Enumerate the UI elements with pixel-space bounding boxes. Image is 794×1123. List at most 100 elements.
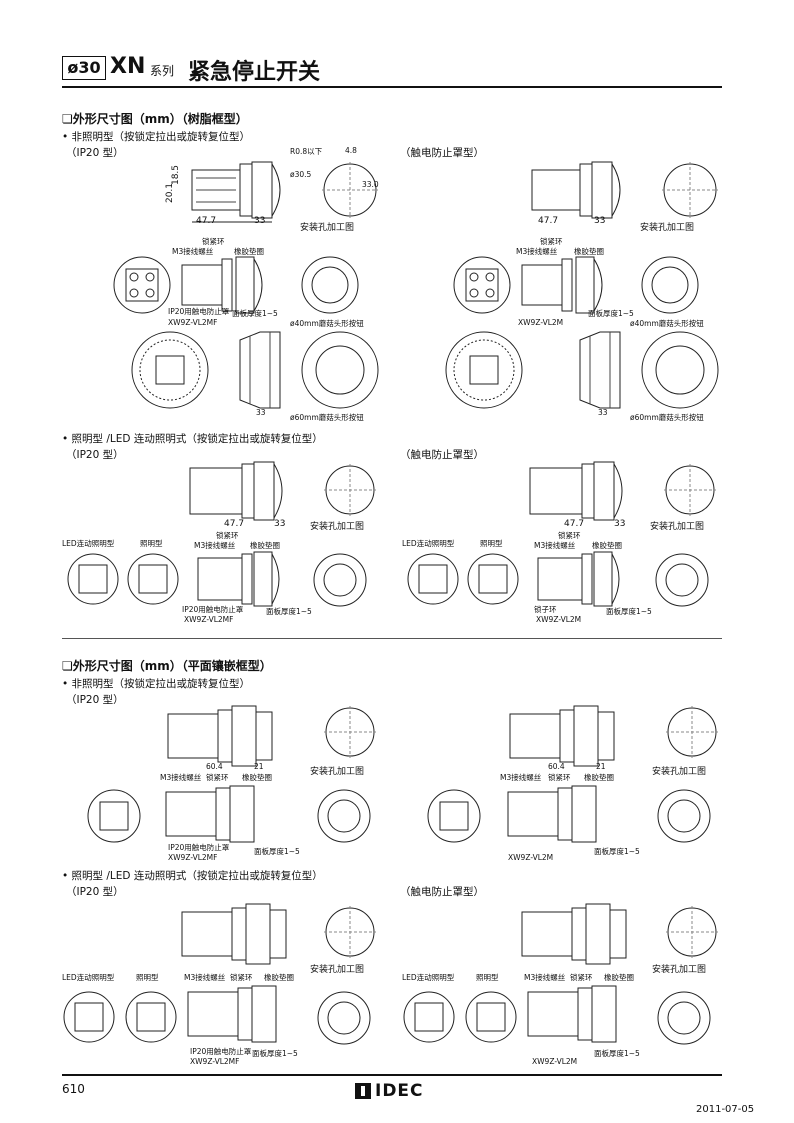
lit-label-4: 照明型 (476, 973, 499, 982)
mount-hole-label-4: 安装孔加工图 (650, 522, 705, 532)
side-view-drawing-15 (186, 986, 294, 1042)
brand-name: IDEC (375, 1081, 424, 1101)
mushroom-60-back-2 (444, 330, 524, 410)
dim-60-4: 60.4 (206, 762, 223, 771)
mushroom-60-front-1 (300, 330, 380, 410)
lit-label-3: 照明型 (136, 973, 159, 982)
mushroom-40-front-7 (316, 990, 372, 1046)
section-title-flush: ❏外形尺寸图（mm）（平面镶嵌框型） (62, 659, 272, 673)
mushroom-60-front-2 (640, 330, 720, 410)
dim-4-8: 4.8 (345, 146, 357, 155)
dim-30-5: ø30.5 (290, 170, 312, 179)
subsection-finger-guard-1: （触电防止罩型） (400, 147, 484, 159)
m3-screw-label-3: M3接线螺丝 (194, 541, 236, 550)
led-lit-label-4: LED连动照明型 (402, 973, 455, 982)
terminal-view-2 (452, 255, 512, 315)
idec-logo-icon (355, 1083, 371, 1099)
subsection-lit-2: • 照明型 /LED 连动照明式（按锁定拉出或旋转复位型） (62, 870, 323, 882)
terminal-view-9 (62, 990, 116, 1044)
lock-ring-label-8: 锁紧环 (570, 973, 593, 982)
terminal-view-6 (466, 552, 520, 606)
lit-label-2: 照明型 (480, 539, 503, 548)
mount-hole-drawing-6 (664, 704, 720, 760)
panel-thickness-label-1: 面板厚度1~5 (232, 309, 278, 318)
terminal-view-5 (406, 552, 460, 606)
lock-ring-label-2: 锁紧环 (540, 237, 563, 246)
guard-model-label-3: XW9Z-VL2MF (184, 615, 234, 624)
m3-screw-label-1: M3接线螺丝 (172, 247, 214, 256)
side-view-drawing-8 (536, 552, 632, 606)
dim-33-e: 33 (274, 519, 286, 529)
lock-ring-label-4: 锁紧环 (558, 531, 581, 540)
page-title: 紧急停止开关 (188, 60, 321, 85)
dim-33-c: 33 (256, 408, 266, 417)
mount-hole-drawing-4 (662, 462, 718, 518)
section-divider (62, 638, 722, 639)
subsection-ip20-1: （IP20 型） (66, 147, 124, 159)
m3-screw-label-7: M3接线螺丝 (184, 973, 226, 982)
model-name: XN (110, 54, 146, 79)
mount-hole-drawing-5 (322, 704, 378, 760)
mushroom-40-front-2 (640, 255, 700, 315)
side-view-drawing-16 (526, 986, 634, 1042)
mushroom-60-label-2: ø60mm蘑菇头形按钮 (630, 413, 704, 422)
panel-thickness-label-7: 面板厚度1~5 (252, 1049, 298, 1058)
subsection-finger-guard-2: （触电防止罩型） (400, 449, 484, 461)
mount-hole-label-5: 安装孔加工图 (310, 767, 365, 777)
mount-hole-label-1: 安装孔加工图 (300, 223, 355, 233)
mount-hole-label-7: 安装孔加工图 (310, 965, 365, 975)
panel-thickness-label-2: 面板厚度1~5 (588, 309, 634, 318)
led-lit-label-1: LED连动照明型 (62, 539, 115, 548)
dim-33-0: 33.0 (362, 180, 379, 189)
dim-47-7: 47.7 (196, 216, 217, 226)
guard-ip20-label-2: IP20用触电防止罩 (182, 605, 244, 614)
terminal-view-3 (66, 552, 120, 606)
gasket-label-4: 橡胶垫圈 (592, 541, 622, 550)
gasket-label-5: 橡胶垫圈 (242, 773, 272, 782)
m3-screw-label-5: M3接线螺丝 (160, 773, 202, 782)
led-lit-label-2: LED连动照明型 (402, 539, 455, 548)
mushroom-40-front-6 (656, 788, 712, 844)
subsection-finger-guard-3: （触电防止罩型） (400, 886, 484, 898)
dim-20-1: 20.1 (165, 182, 176, 204)
gasket-label-8: 橡胶垫圈 (604, 973, 634, 982)
lock-ring-label-7: 锁紧环 (230, 973, 253, 982)
mount-hole-drawing-2 (660, 160, 720, 220)
guard-model-label-5: XW9Z-VL2MF (168, 853, 218, 862)
subsection-nonlit-1: • 非照明型（按锁定拉出或旋转复位型） (62, 131, 251, 143)
panel-thickness-label-8: 面板厚度1~5 (594, 1049, 640, 1058)
mushroom-40-front-8 (656, 990, 712, 1046)
lock-ring-label-1: 锁紧环 (202, 237, 225, 246)
panel-thickness-label-6: 面板厚度1~5 (594, 847, 640, 856)
dim-47-7-d: 47.7 (564, 519, 585, 529)
mount-hole-drawing-8 (664, 904, 720, 960)
subsection-lit-1: • 照明型 /LED 连动照明式（按锁定拉出或旋转复位型） (62, 433, 323, 445)
terminal-view-4 (126, 552, 180, 606)
subsection-ip20-3: （IP20 型） (66, 694, 124, 706)
mount-hole-label-8: 安装孔加工图 (652, 965, 707, 975)
dim-33-d: 33 (598, 408, 608, 417)
mushroom-40-front-5 (316, 788, 372, 844)
size-badge: ø30 (62, 56, 106, 80)
side-view-drawing-14 (520, 904, 634, 964)
series-label: 系列 (150, 64, 175, 78)
guard-ip20-label-4: IP20用触电防止罩 (190, 1047, 252, 1056)
mount-hole-label-2: 安装孔加工图 (640, 223, 695, 233)
side-view-drawing-12 (506, 786, 616, 842)
guard-ip20-label-1: IP20用触电防止罩 (168, 307, 230, 316)
side-view-drawing-6 (520, 462, 640, 522)
mushroom-40-front-1 (300, 255, 360, 315)
brand-logo: IDEC (355, 1080, 425, 1102)
side-view-drawing-3 (180, 255, 280, 315)
guard-ip20-label-3: IP20用触电防止罩 (168, 843, 230, 852)
m3-screw-label-6: M3接线螺丝 (500, 773, 542, 782)
panel-thickness-label-3: 面板厚度1~5 (266, 607, 312, 616)
print-date: 2011-07-05 (696, 1104, 755, 1115)
side-view-drawing-4 (520, 255, 620, 315)
subsection-nonlit-2: • 非照明型（按锁定拉出或旋转复位型） (62, 678, 251, 690)
terminal-view-11 (402, 990, 456, 1044)
terminal-view-7 (86, 788, 142, 844)
dim-33-b: 33 (594, 216, 606, 226)
m3-screw-label-8: M3接线螺丝 (524, 973, 566, 982)
dim-47-7-c: 47.7 (224, 519, 245, 529)
